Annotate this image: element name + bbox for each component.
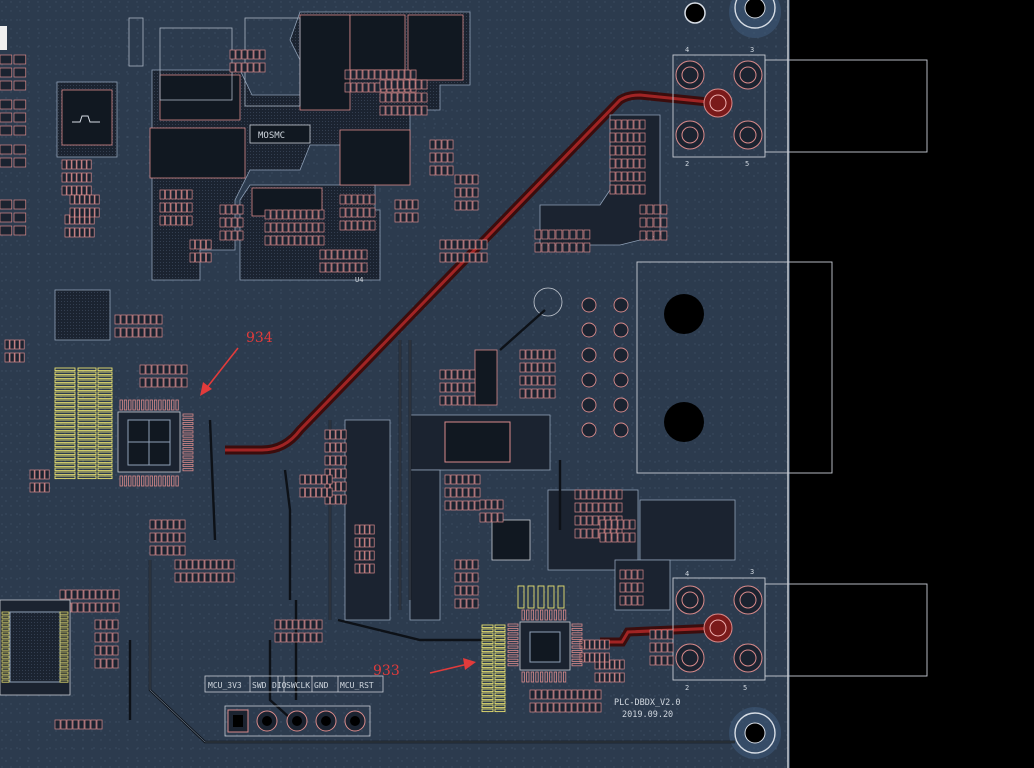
- svg-text:3: 3: [750, 568, 754, 576]
- connector-top: 4 3 2 5: [672, 46, 928, 168]
- connector-bottom: 4 3 2 5: [672, 568, 928, 692]
- annotation-934: 934: [200, 330, 273, 396]
- debug-header: MCU_3V3 SWD DIO SWCLK GND MCU_RST: [204, 675, 384, 737]
- annotation-label: 933: [373, 663, 400, 679]
- center-section: [344, 114, 736, 621]
- ic-u933: [507, 609, 583, 683]
- svg-text:2: 2: [685, 684, 689, 692]
- connector-middle: [636, 261, 833, 474]
- fine-pitch-pads-bottom: [481, 585, 565, 713]
- fine-pitch-pads-left: [54, 367, 113, 480]
- header-pin-label: MCU_RST: [340, 681, 374, 690]
- annotation-label: 934: [246, 330, 273, 346]
- header-pin-label: GND: [314, 681, 329, 690]
- svg-text:5: 5: [743, 684, 747, 692]
- svg-text:2: 2: [685, 160, 689, 168]
- svg-text:3: 3: [750, 46, 754, 54]
- svg-text:4: 4: [685, 570, 689, 578]
- board-date: 2019.09.20: [622, 710, 673, 720]
- header-pin-label: DIO: [272, 681, 287, 690]
- board-name: PLC-DBDX_V2.0: [614, 698, 681, 708]
- header-pin-label: SWCLK: [286, 681, 310, 690]
- svg-text:5: 5: [745, 160, 749, 168]
- corner-marker: [0, 26, 7, 50]
- header-pin-label: MCU_3V3: [208, 681, 242, 690]
- u-label: U4: [355, 276, 363, 284]
- part-label: MOSMC: [258, 131, 285, 141]
- via-array: [581, 297, 629, 438]
- annotation-933: 933: [373, 658, 476, 679]
- ic-lower-left: [0, 599, 71, 696]
- ic-u934: [117, 399, 194, 487]
- mounting-holes: [533, 0, 781, 759]
- header-pin-label: SWD: [252, 681, 267, 690]
- smd-pads: [0, 49, 674, 730]
- svg-text:4: 4: [685, 46, 689, 54]
